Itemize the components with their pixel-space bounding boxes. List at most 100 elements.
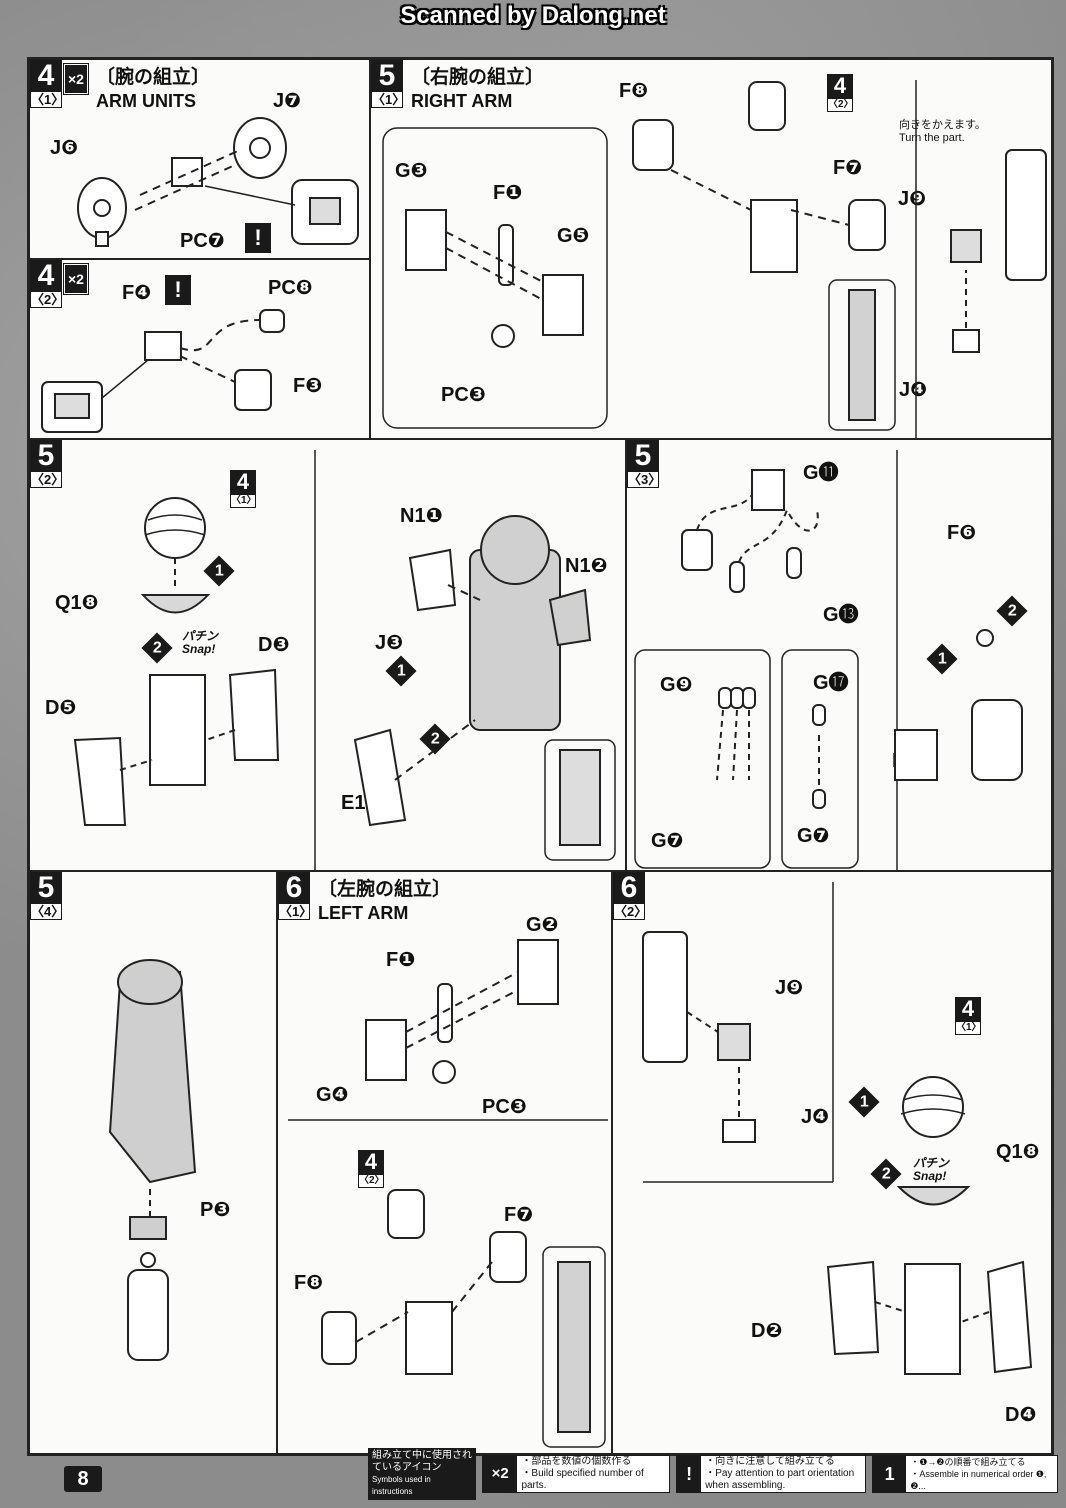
- part-label: Q1❽: [55, 592, 99, 614]
- legend-item-orientation: ! ・向きに注意して組み立てる ・Pay attention to part o…: [676, 1455, 866, 1493]
- step-number: 6: [613, 872, 645, 904]
- substep-number: 〈1〉: [278, 903, 313, 920]
- part-label: G⓱: [813, 672, 849, 694]
- snap-jp: パチン: [182, 629, 219, 643]
- step-6-2-panel: 6 〈2〉 J❾ J❹ 4 〈1〉 Q1❽ D❷ D❹ 1 2 パチン Snap…: [612, 871, 1052, 1454]
- step-4-1-panel: 4 〈1〉 ×2 〔腕の組立〕 ARM UNITS J❼ J❻ PC❼ !: [29, 59, 370, 259]
- part-label: F❸: [293, 375, 323, 397]
- turn-note-jp: 向きをかえます。: [899, 119, 986, 131]
- hand-assembly-drawing: [634, 450, 1023, 870]
- part-label: G❷: [526, 914, 559, 936]
- part-label: J❼: [273, 90, 302, 112]
- part-label: P❸: [200, 1199, 231, 1221]
- step-header: 5 〈3〉: [627, 440, 662, 488]
- part-label: PC❼: [180, 230, 225, 252]
- multiply-icon: ×2: [63, 63, 89, 95]
- substep-number: 〈3〉: [627, 471, 662, 488]
- ref-substep-number: 〈2〉: [827, 98, 854, 112]
- step-title-en: LEFT ARM: [318, 903, 409, 923]
- part-label: G❼: [651, 830, 684, 852]
- page-number: 8: [64, 1466, 102, 1492]
- orientation-warning-icon: !: [245, 223, 271, 253]
- step-number: 5: [30, 440, 62, 472]
- step-header: 6 〈1〉 〔左腕の組立〕 LEFT ARM: [278, 872, 451, 924]
- step-header: 6 〈2〉: [613, 872, 648, 920]
- step-header: 5 〈2〉: [30, 440, 64, 488]
- ref-substep-number: 〈1〉: [230, 494, 257, 508]
- part-label: J❹: [801, 1106, 830, 1128]
- substep-number: 〈1〉: [371, 91, 406, 108]
- substep-number: 〈4〉: [30, 903, 65, 920]
- step-number: 4: [30, 60, 62, 92]
- step-4-2-panel: 4 〈2〉 ×2 F❹ ! PC❽ F❸: [29, 259, 370, 439]
- step-reference: 4 〈2〉: [827, 74, 854, 112]
- part-label: PC❸: [441, 384, 486, 406]
- step-number: 5: [627, 440, 659, 472]
- legend-text-en: ・Assemble in numerical order ❶, ❷...: [910, 1469, 1047, 1491]
- snap-jp: パチン: [913, 1156, 950, 1170]
- legend-item-multiply: ×2 ・部品を数値の個数作る ・Build specified number o…: [482, 1455, 670, 1493]
- part-label: F❽: [294, 1272, 324, 1294]
- ref-substep-number: 〈2〉: [358, 1174, 385, 1188]
- step-reference: 4 〈2〉: [358, 1150, 385, 1188]
- shoulder-assembly-drawing: [73, 450, 616, 870]
- part-label: G❹: [316, 1084, 349, 1106]
- step-header: 4 〈1〉 ×2 〔腕の組立〕 ARM UNITS: [30, 60, 210, 112]
- legend-text-jp: ・部品を数値の個数作る: [521, 1456, 632, 1467]
- legend-text-en: ・Pay attention to part orientation when …: [705, 1468, 855, 1491]
- step-number: 6: [278, 872, 310, 904]
- step-header: 4 〈2〉 ×2: [30, 260, 89, 308]
- step-header: 5 〈4〉: [30, 872, 65, 920]
- ref-step-number: 4: [230, 470, 256, 494]
- part-label: F❼: [504, 1204, 534, 1226]
- legend-title: 組み立て中に使用されているアイコン Symbols used in instru…: [368, 1448, 476, 1500]
- part-label: G⓭: [823, 604, 859, 626]
- part-label: D❹: [1005, 1404, 1037, 1426]
- part-label: G❺: [557, 225, 590, 247]
- part-label: J❹: [899, 379, 928, 401]
- order-icon: 1: [873, 1456, 907, 1492]
- ref-step-number: 4: [955, 997, 981, 1021]
- substep-number: 〈2〉: [613, 903, 648, 920]
- part-label: D❷: [751, 1320, 783, 1342]
- legend-title-en: Symbols used in instructions: [372, 1475, 431, 1496]
- part-label: J❻: [50, 137, 79, 159]
- exclamation-icon: !: [677, 1456, 702, 1492]
- part-label: D❺: [45, 697, 77, 719]
- multiply-icon: ×2: [63, 263, 89, 295]
- instruction-sheet: 4 〈1〉 ×2 〔腕の組立〕 ARM UNITS J❼ J❻ PC❼ ! 4: [27, 57, 1054, 1456]
- step-5-2-panel: 5 〈2〉 4 〈1〉 Q1❽ D❸ D❺ N1❶ N1❷ J❸ E1❽ 1 2…: [29, 439, 626, 871]
- part-label: F❶: [386, 949, 416, 971]
- icon-legend: 組み立て中に使用されているアイコン Symbols used in instru…: [368, 1448, 1058, 1500]
- step-5-4-panel: 5 〈4〉 P❸: [29, 871, 277, 1454]
- part-label: J❾: [898, 188, 927, 210]
- part-label: PC❽: [268, 277, 313, 299]
- elbow-joint-drawing: [41, 309, 285, 433]
- step-number: 5: [371, 60, 403, 92]
- forearm-hand-drawing: [108, 959, 197, 1361]
- right-arm-drawing: [382, 80, 1047, 438]
- step-title-jp: 〔右腕の組立〕: [411, 66, 545, 88]
- part-label: G⓫: [803, 462, 839, 484]
- orientation-warning-icon: !: [165, 275, 191, 305]
- substep-number: 〈1〉: [30, 91, 65, 108]
- ref-step-number: 4: [358, 1150, 384, 1174]
- legend-text-jp: ・❶→❷の順番で組み立てる: [910, 1457, 1026, 1467]
- part-label: F❽: [619, 80, 649, 102]
- part-label: F❼: [833, 157, 863, 179]
- substep-number: 〈2〉: [30, 291, 65, 308]
- snap-en: Snap!: [182, 642, 216, 656]
- left-shoulder-drawing: [642, 882, 1033, 1375]
- arm-joint-drawing: [77, 117, 359, 247]
- step-title-jp: 〔腕の組立〕: [95, 66, 210, 88]
- part-label: N1❶: [400, 505, 443, 527]
- step-number: 5: [30, 872, 62, 904]
- ref-step-number: 4: [827, 74, 853, 98]
- part-label: N1❷: [565, 555, 608, 577]
- part-label: F❹: [122, 282, 152, 304]
- step-number: 4: [30, 260, 62, 292]
- part-label: J❾: [775, 977, 804, 999]
- legend-text-en: ・Build specified number of parts.: [521, 1468, 644, 1491]
- step-title-en: ARM UNITS: [95, 91, 196, 111]
- legend-title-jp: 組み立て中に使用されているアイコン: [372, 1450, 472, 1473]
